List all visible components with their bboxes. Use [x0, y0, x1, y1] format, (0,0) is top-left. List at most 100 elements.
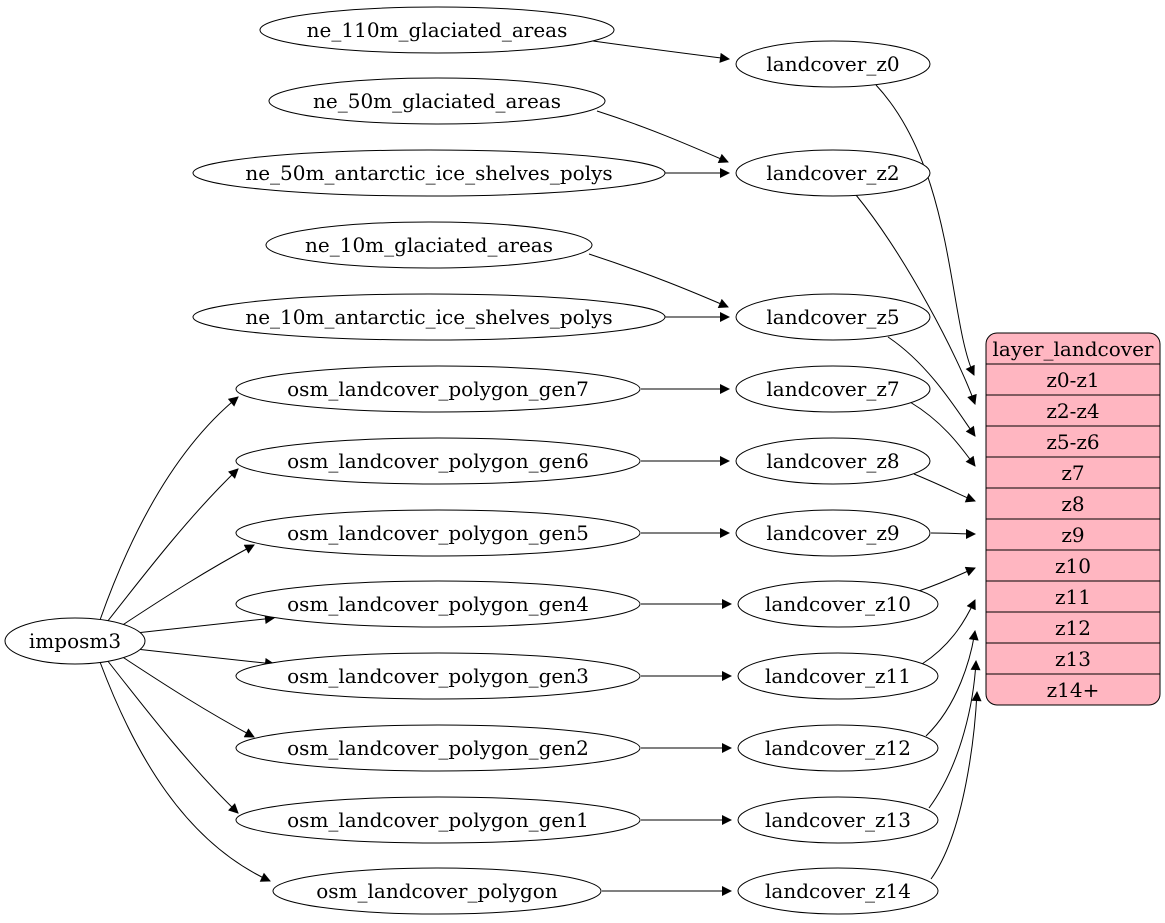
node-ne-50m-glaciated-areas-shape — [268, 77, 606, 125]
node-ne-50m-antarctic-ice-shelves-polys: ne_50m_antarctic_ice_shelves_polys — [192, 149, 666, 197]
edge-imposm3-to-gen2 — [117, 653, 255, 738]
edge-z9-to-row-z9 — [930, 528, 976, 539]
node-landcover-z13: landcover_z13 — [737, 796, 939, 844]
layer-row-z5-z6: z5-z6 — [1046, 430, 1099, 454]
layer-row-z13: z13 — [1055, 647, 1091, 671]
edge-z0-to-row-z0-z1 — [875, 84, 975, 376]
node-ne-50m-antarctic-ice-shelves-polys-shape — [192, 149, 666, 197]
edge-z2-to-row-z2-z4 — [855, 194, 977, 405]
node-osm-landcover-polygon-gen6-shape — [235, 437, 641, 485]
edge-imposm3-to-gen3 — [135, 648, 275, 668]
node-osm-landcover-polygon-gen6-label: osm_landcover_polygon_gen6 — [287, 449, 589, 473]
edge-ne110m-to-z0 — [592, 40, 730, 63]
node-osm-landcover-polygon-gen4-label: osm_landcover_polygon_gen4 — [287, 592, 589, 616]
edge-imposm3-to-gen5 — [117, 544, 255, 629]
node-layer-landcover: layer_landcover z0-z1 z2-z4 z5-z6 z7 z8 … — [985, 332, 1161, 706]
edge-z14-to-row-z14plus — [930, 691, 982, 880]
layer-row-z8: z8 — [1061, 492, 1084, 516]
node-ne-10m-glaciated-areas: ne_10m_glaciated_areas — [265, 221, 593, 269]
node-landcover-z14: landcover_z14 — [737, 867, 939, 915]
node-landcover-z12: landcover_z12 — [737, 724, 939, 772]
node-osm-landcover-polygon-gen2: osm_landcover_polygon_gen2 — [235, 724, 641, 772]
node-osm-landcover-polygon-gen5-label: osm_landcover_polygon_gen5 — [287, 521, 589, 545]
node-landcover-z13-label: landcover_z13 — [765, 808, 911, 832]
edge-ne50m-glaciated-to-z2 — [596, 110, 729, 164]
node-landcover-z2-label: landcover_z2 — [766, 161, 899, 185]
node-osm-landcover-polygon: osm_landcover_polygon — [272, 867, 602, 915]
node-landcover-z11: landcover_z11 — [737, 652, 939, 700]
node-landcover-z10-label: landcover_z10 — [765, 592, 911, 616]
node-osm-landcover-polygon-gen1-label: osm_landcover_polygon_gen1 — [287, 808, 589, 832]
node-landcover-z8: landcover_z8 — [735, 437, 931, 485]
node-landcover-z0-label: landcover_z0 — [766, 52, 899, 76]
edge-imposm3-to-gen1 — [106, 659, 239, 814]
node-ne-110m-glaciated-areas: ne_110m_glaciated_areas — [259, 6, 615, 54]
node-imposm3-shape — [4, 617, 146, 665]
node-osm-landcover-polygon-gen3: osm_landcover_polygon_gen3 — [235, 652, 641, 700]
node-osm-landcover-polygon-gen5-shape — [235, 509, 641, 557]
edge-z5-to-row-z5-z6 — [887, 336, 976, 437]
node-landcover-z8-shape — [735, 437, 931, 485]
node-osm-landcover-polygon-gen1-shape — [235, 796, 641, 844]
edge-z11-to-row-z11 — [921, 599, 976, 665]
node-osm-landcover-polygon-gen7: osm_landcover_polygon_gen7 — [235, 365, 641, 413]
node-imposm3-label: imposm3 — [29, 629, 121, 653]
node-osm-landcover-polygon-gen1: osm_landcover_polygon_gen1 — [235, 796, 641, 844]
layer-row-z9: z9 — [1061, 523, 1084, 547]
node-landcover-z2-shape — [735, 149, 931, 197]
node-ne-50m-glaciated-areas-label: ne_50m_glaciated_areas — [313, 89, 561, 113]
node-landcover-z12-label: landcover_z12 — [765, 736, 911, 760]
layer-row-z0-z1: z0-z1 — [1046, 368, 1099, 392]
node-osm-landcover-polygon-gen4-shape — [235, 580, 641, 628]
node-ne-10m-antarctic-ice-shelves-polys-shape — [192, 293, 666, 341]
layer-row-z14plus: z14+ — [1047, 678, 1100, 702]
layer-row-z2-z4: z2-z4 — [1046, 399, 1099, 423]
node-osm-landcover-polygon-gen7-label: osm_landcover_polygon_gen7 — [287, 377, 589, 401]
node-landcover-z9: landcover_z9 — [735, 509, 931, 557]
node-landcover-z0: landcover_z0 — [735, 40, 931, 88]
node-landcover-z14-shape — [737, 867, 939, 915]
node-landcover-z10: landcover_z10 — [737, 580, 939, 628]
node-landcover-z0-shape — [735, 40, 931, 88]
layer-row-z10: z10 — [1055, 554, 1091, 578]
edge-z12-to-row-z12 — [925, 630, 979, 737]
edge-z13-to-row-z13 — [928, 660, 981, 809]
edges-group — [99, 40, 982, 897]
source-nodes-group: ne_110m_glaciated_areas ne_50m_glaciated… — [192, 6, 666, 915]
node-landcover-z5-label: landcover_z5 — [766, 305, 899, 329]
stage-nodes-group: landcover_z0 landcover_z2 landcover_z5 l… — [735, 40, 939, 915]
node-osm-landcover-polygon-label: osm_landcover_polygon — [316, 879, 558, 903]
node-ne-10m-antarctic-ice-shelves-polys: ne_10m_antarctic_ice_shelves_polys — [192, 293, 666, 341]
layer-row-z12: z12 — [1055, 616, 1091, 640]
layer-row-z7: z7 — [1061, 461, 1084, 485]
node-landcover-z10-shape — [737, 580, 939, 628]
node-imposm3: imposm3 — [4, 617, 146, 665]
node-ne-10m-antarctic-ice-shelves-polys-label: ne_10m_antarctic_ice_shelves_polys — [245, 305, 612, 329]
node-ne-50m-glaciated-areas: ne_50m_glaciated_areas — [268, 77, 606, 125]
edge-imposm3-to-gen7 — [99, 396, 239, 621]
node-landcover-z5-shape — [735, 293, 931, 341]
node-ne-50m-antarctic-ice-shelves-polys-label: ne_50m_antarctic_ice_shelves_polys — [245, 161, 612, 185]
node-ne-110m-glaciated-areas-label: ne_110m_glaciated_areas — [307, 18, 568, 42]
node-landcover-z12-shape — [737, 724, 939, 772]
edge-z10-to-row-z10 — [915, 566, 976, 593]
node-osm-landcover-polygon-gen3-shape — [235, 652, 641, 700]
node-landcover-z9-label: landcover_z9 — [766, 521, 899, 545]
node-landcover-z7-label: landcover_z7 — [766, 377, 899, 401]
node-landcover-z8-label: landcover_z8 — [766, 449, 899, 473]
node-ne-10m-glaciated-areas-shape — [265, 221, 593, 269]
edge-imposm3-to-gen6 — [106, 468, 239, 623]
layer-landcover-dividers — [986, 363, 1160, 675]
node-osm-landcover-polygon-gen7-shape — [235, 365, 641, 413]
edge-imposm3-to-polygon — [99, 661, 271, 882]
node-osm-landcover-polygon-gen2-shape — [235, 724, 641, 772]
node-landcover-z11-shape — [737, 652, 939, 700]
layer-row-z11: z11 — [1055, 585, 1091, 609]
node-osm-landcover-polygon-shape — [272, 867, 602, 915]
node-osm-landcover-polygon-gen2-label: osm_landcover_polygon_gen2 — [287, 736, 589, 760]
layer-landcover-title: layer_landcover — [993, 337, 1154, 361]
node-osm-landcover-polygon-gen6: osm_landcover_polygon_gen6 — [235, 437, 641, 485]
node-ne-110m-glaciated-areas-shape — [259, 6, 615, 54]
